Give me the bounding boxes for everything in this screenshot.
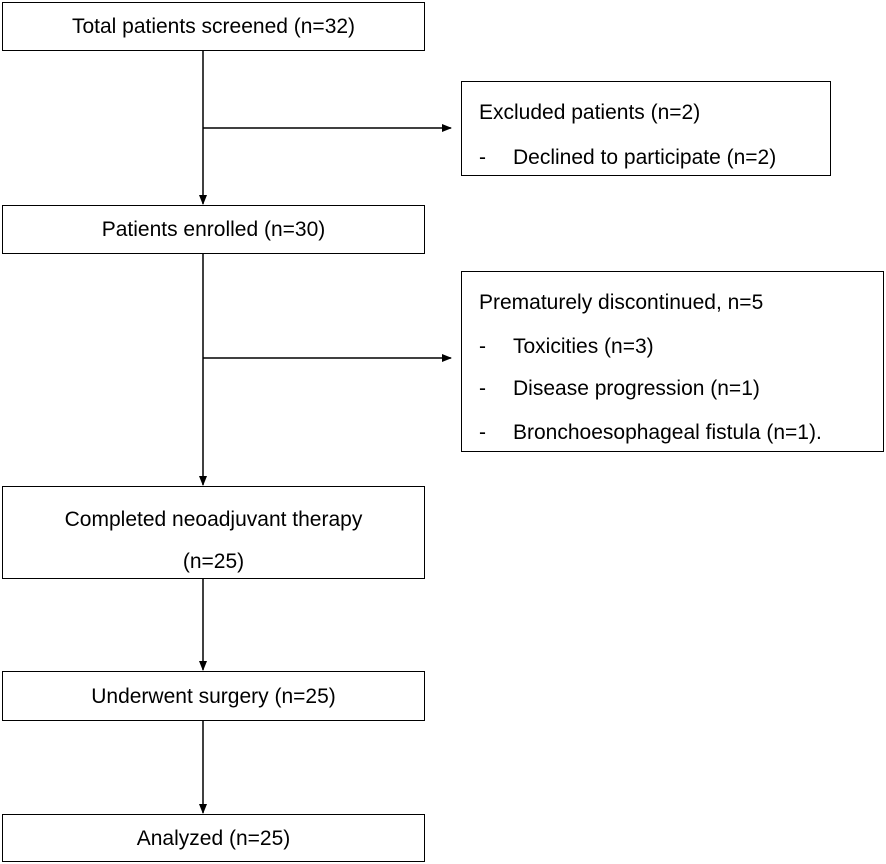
excluded-title: Excluded patients (n=2) (479, 101, 701, 124)
screened-label: Total patients screened (n=32) (71, 15, 356, 38)
bullet-marker: - (479, 335, 486, 358)
discontinued-title: Prematurely discontinued, n=5 (479, 291, 764, 314)
bullet-marker: - (479, 377, 486, 400)
completed-box: Completed neoadjuvant therapy (n=25) (2, 486, 425, 579)
screened-box: Total patients screened (n=32) (2, 2, 425, 51)
discontinued-box: Prematurely discontinued, n=5 - Toxiciti… (461, 271, 884, 452)
excluded-item-label: Declined to participate (n=2) (513, 146, 777, 169)
discontinued-item-label: Toxicities (n=3) (513, 335, 654, 358)
analyzed-label: Analyzed (n=25) (136, 826, 291, 850)
completed-label-line1: Completed neoadjuvant therapy (64, 508, 363, 531)
bullet-marker: - (479, 421, 486, 444)
bullet-marker: - (479, 146, 486, 169)
excluded-box: Excluded patients (n=2) - Declined to pa… (461, 81, 831, 176)
discontinued-item-label: Bronchoesophageal fistula (n=1). (513, 421, 822, 444)
enrolled-label: Patients enrolled (n=30) (101, 218, 326, 241)
discontinued-item-label: Disease progression (n=1) (513, 377, 760, 400)
surgery-box: Underwent surgery (n=25) (2, 671, 425, 721)
analyzed-box: Analyzed (n=25) (2, 814, 425, 862)
completed-label-line2: (n=25) (182, 550, 245, 573)
enrolled-box: Patients enrolled (n=30) (2, 205, 425, 254)
surgery-label: Underwent surgery (n=25) (91, 684, 336, 708)
